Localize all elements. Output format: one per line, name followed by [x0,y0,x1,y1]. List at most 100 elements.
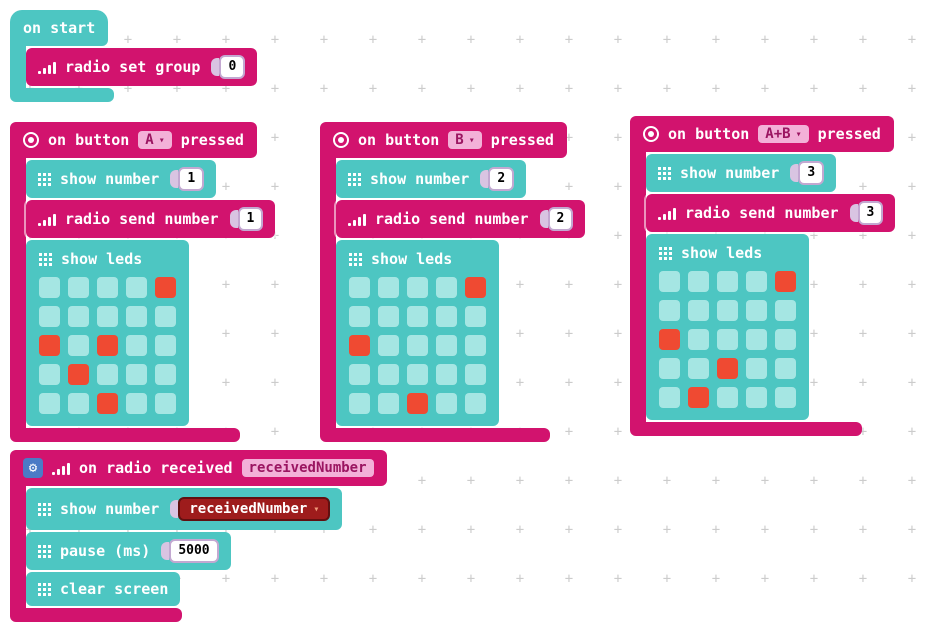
button-dropdown[interactable]: B ▾ [448,131,482,149]
radio-send-number-block[interactable]: radio send number 3 [646,194,896,232]
number-input[interactable]: 3 [857,201,884,225]
led-cell[interactable] [39,393,60,414]
led-cell[interactable] [688,358,709,379]
led-cell[interactable] [349,364,370,385]
led-cell[interactable] [155,306,176,327]
led-cell[interactable] [688,271,709,292]
number-slot[interactable]: 5000 [161,539,219,563]
on-button-header[interactable]: on button B ▾ pressed [320,122,567,158]
led-cell[interactable] [155,335,176,356]
led-cell[interactable] [436,364,457,385]
led-cell[interactable] [378,306,399,327]
led-cell[interactable] [126,306,147,327]
show-number-block[interactable]: show number 2 [336,160,527,198]
led-cell[interactable] [39,364,60,385]
led-cell[interactable] [378,277,399,298]
led-cell[interactable] [407,306,428,327]
led-cell[interactable] [378,393,399,414]
led-cell[interactable] [659,271,680,292]
show-leds-block[interactable]: show leds [26,240,189,426]
led-cell[interactable] [659,387,680,408]
pause-block[interactable]: pause (ms) 5000 [26,532,231,570]
number-input[interactable]: 0 [219,55,246,79]
led-cell[interactable] [39,277,60,298]
on-button-header[interactable]: on button A ▾ pressed [10,122,257,158]
show-leds-block[interactable]: show leds [646,234,809,420]
radio-send-number-block[interactable]: radio send number 2 [336,200,586,238]
led-cell[interactable] [126,364,147,385]
gear-icon[interactable]: ⚙ [23,458,43,478]
number-input[interactable]: 5000 [169,539,219,563]
led-cell[interactable] [436,393,457,414]
led-cell[interactable] [39,335,60,356]
led-cell[interactable] [465,335,486,356]
led-cell[interactable] [39,306,60,327]
led-cell[interactable] [349,306,370,327]
led-cell[interactable] [659,300,680,321]
led-cell[interactable] [746,271,767,292]
led-cell[interactable] [746,387,767,408]
led-cell[interactable] [746,300,767,321]
led-cell[interactable] [126,393,147,414]
led-cell[interactable] [775,387,796,408]
led-cell[interactable] [775,300,796,321]
led-cell[interactable] [717,300,738,321]
number-slot[interactable]: 1 [229,207,264,231]
led-cell[interactable] [407,335,428,356]
on-button-a-block[interactable]: on button A ▾ pressed show number 1 [10,122,276,442]
on-radio-received-block[interactable]: ⚙ on radio received receivedNumber show … [10,450,387,622]
led-cell[interactable] [68,335,89,356]
led-cell[interactable] [349,277,370,298]
number-slot[interactable]: 1 [170,167,205,191]
led-editor-grid[interactable] [349,277,486,414]
number-input[interactable]: 3 [798,161,825,185]
led-cell[interactable] [155,393,176,414]
led-cell[interactable] [155,364,176,385]
led-cell[interactable] [688,300,709,321]
led-cell[interactable] [407,364,428,385]
led-cell[interactable] [97,277,118,298]
led-cell[interactable] [465,277,486,298]
number-input[interactable]: 1 [237,207,264,231]
led-cell[interactable] [659,358,680,379]
number-slot[interactable]: 3 [790,161,825,185]
led-cell[interactable] [717,387,738,408]
led-cell[interactable] [465,364,486,385]
led-cell[interactable] [688,387,709,408]
led-cell[interactable] [378,364,399,385]
on-button-header[interactable]: on button A+B ▾ pressed [630,116,894,152]
led-cell[interactable] [407,277,428,298]
on-button-b-block[interactable]: on button B ▾ pressed show number 2 [320,122,586,442]
led-editor-grid[interactable] [659,271,796,408]
led-cell[interactable] [436,277,457,298]
led-cell[interactable] [746,329,767,350]
on-start-header[interactable]: on start [10,10,109,46]
led-cell[interactable] [97,364,118,385]
led-cell[interactable] [775,358,796,379]
on-button-ab-block[interactable]: on button A+B ▾ pressed show number 3 [630,116,896,436]
led-cell[interactable] [688,329,709,350]
number-slot[interactable]: 0 [211,55,246,79]
variable-block[interactable]: receivedNumber ▾ [178,497,331,521]
led-cell[interactable] [717,329,738,350]
on-radio-received-header[interactable]: ⚙ on radio received receivedNumber [10,450,387,486]
led-cell[interactable] [407,393,428,414]
number-input[interactable]: 1 [178,167,205,191]
button-dropdown[interactable]: A+B ▾ [758,125,809,143]
radio-send-number-block[interactable]: radio send number 1 [26,200,276,238]
led-cell[interactable] [378,335,399,356]
number-slot[interactable]: 2 [539,207,574,231]
led-cell[interactable] [68,277,89,298]
on-start-block[interactable]: on start radio set group 0 [10,10,258,102]
button-dropdown[interactable]: A ▾ [138,131,172,149]
led-cell[interactable] [155,277,176,298]
led-cell[interactable] [97,335,118,356]
show-number-block[interactable]: show number 3 [646,154,837,192]
led-cell[interactable] [349,393,370,414]
number-slot[interactable]: 2 [480,167,515,191]
number-input[interactable]: 2 [547,207,574,231]
led-editor-grid[interactable] [39,277,176,414]
led-cell[interactable] [436,306,457,327]
led-cell[interactable] [465,306,486,327]
